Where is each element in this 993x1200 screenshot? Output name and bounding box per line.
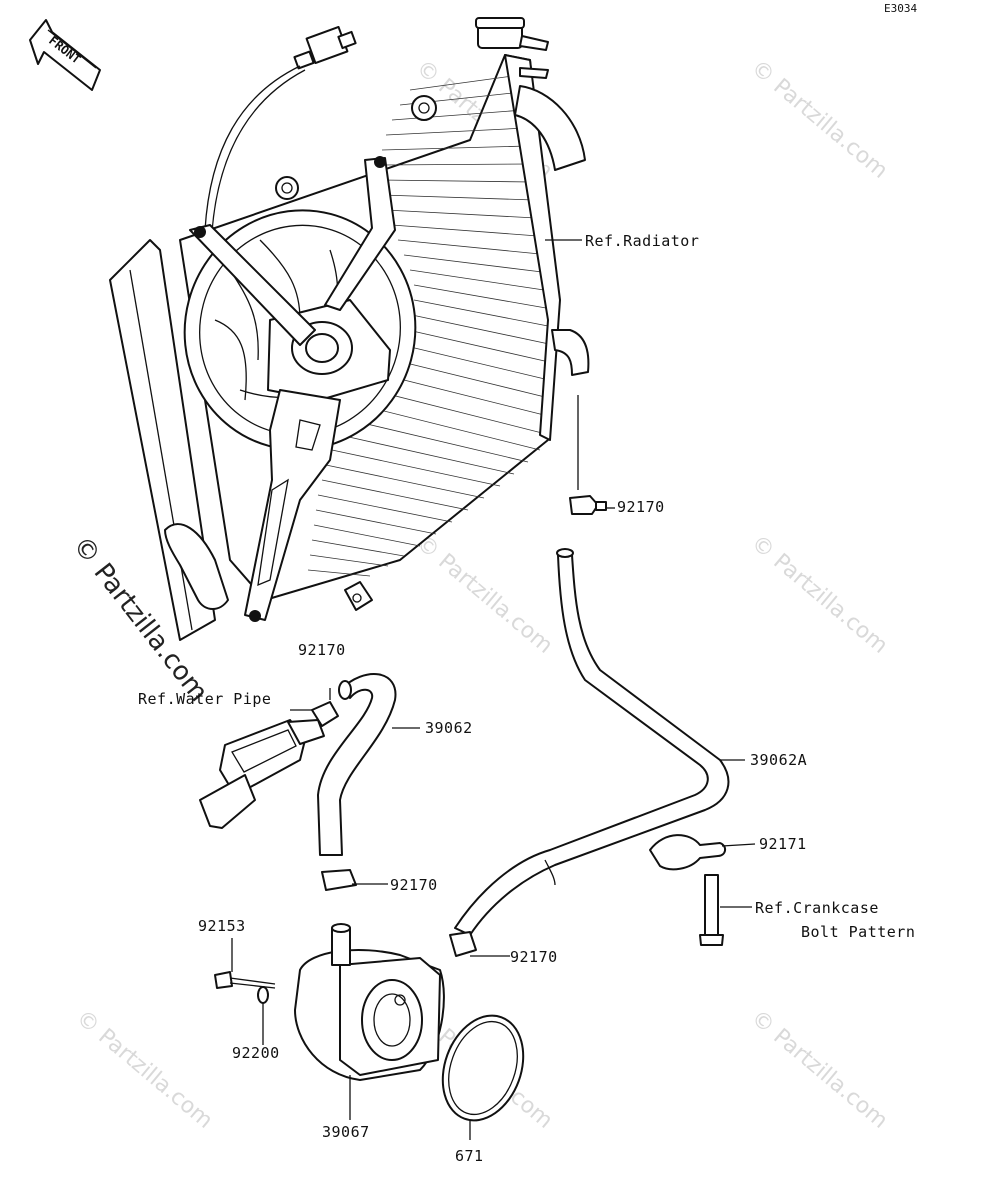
clip-92171 xyxy=(649,834,726,946)
watermark: © Partzilla.com xyxy=(71,1005,217,1133)
label-92170: 92170 xyxy=(617,498,665,516)
label-ref-crankcase: Ref.Crankcase xyxy=(755,899,879,917)
label-92170: 92170 xyxy=(298,641,346,659)
label-ref-radiator: Ref.Radiator xyxy=(585,232,699,250)
label-39067: 39067 xyxy=(322,1123,370,1141)
watermark: © Partzilla.com xyxy=(411,530,557,658)
label-671: 671 xyxy=(455,1147,484,1165)
fan-connector xyxy=(204,25,357,233)
bolt-92153 xyxy=(214,971,276,989)
label-92200: 92200 xyxy=(232,1044,280,1062)
o-ring-671 xyxy=(441,1014,525,1122)
hose-39062A xyxy=(454,395,730,936)
fan-bracket xyxy=(189,156,396,622)
label-92170: 92170 xyxy=(510,948,558,966)
label-ref-water-pipe: Ref.Water Pipe xyxy=(138,690,271,708)
watermark: © Partzilla.com xyxy=(746,55,892,183)
clamp-92170 xyxy=(311,701,477,957)
washer-92200 xyxy=(257,986,269,1004)
radiator-fins xyxy=(307,74,550,577)
label-92153: 92153 xyxy=(198,917,246,935)
watermark: © Partzilla.com xyxy=(746,530,892,658)
front-arrow-icon: FRONT xyxy=(29,19,101,91)
diagram-code: E3034 xyxy=(884,2,917,15)
label-bolt-pattern: Bolt Pattern xyxy=(801,923,915,941)
leader-lines xyxy=(231,239,756,1140)
water-pipe xyxy=(199,719,325,829)
part-labels: Ref.Radiator 92170 92170 Ref.Water Pipe … xyxy=(138,232,915,1165)
label-92171: 92171 xyxy=(759,835,807,853)
label-39062A: 39062A xyxy=(750,751,807,769)
watermark: © Partzilla.com xyxy=(746,1005,892,1133)
oil-cooler xyxy=(294,923,445,1081)
label-92170: 92170 xyxy=(390,876,438,894)
label-39062: 39062 xyxy=(425,719,473,737)
hose-39062 xyxy=(317,673,397,856)
